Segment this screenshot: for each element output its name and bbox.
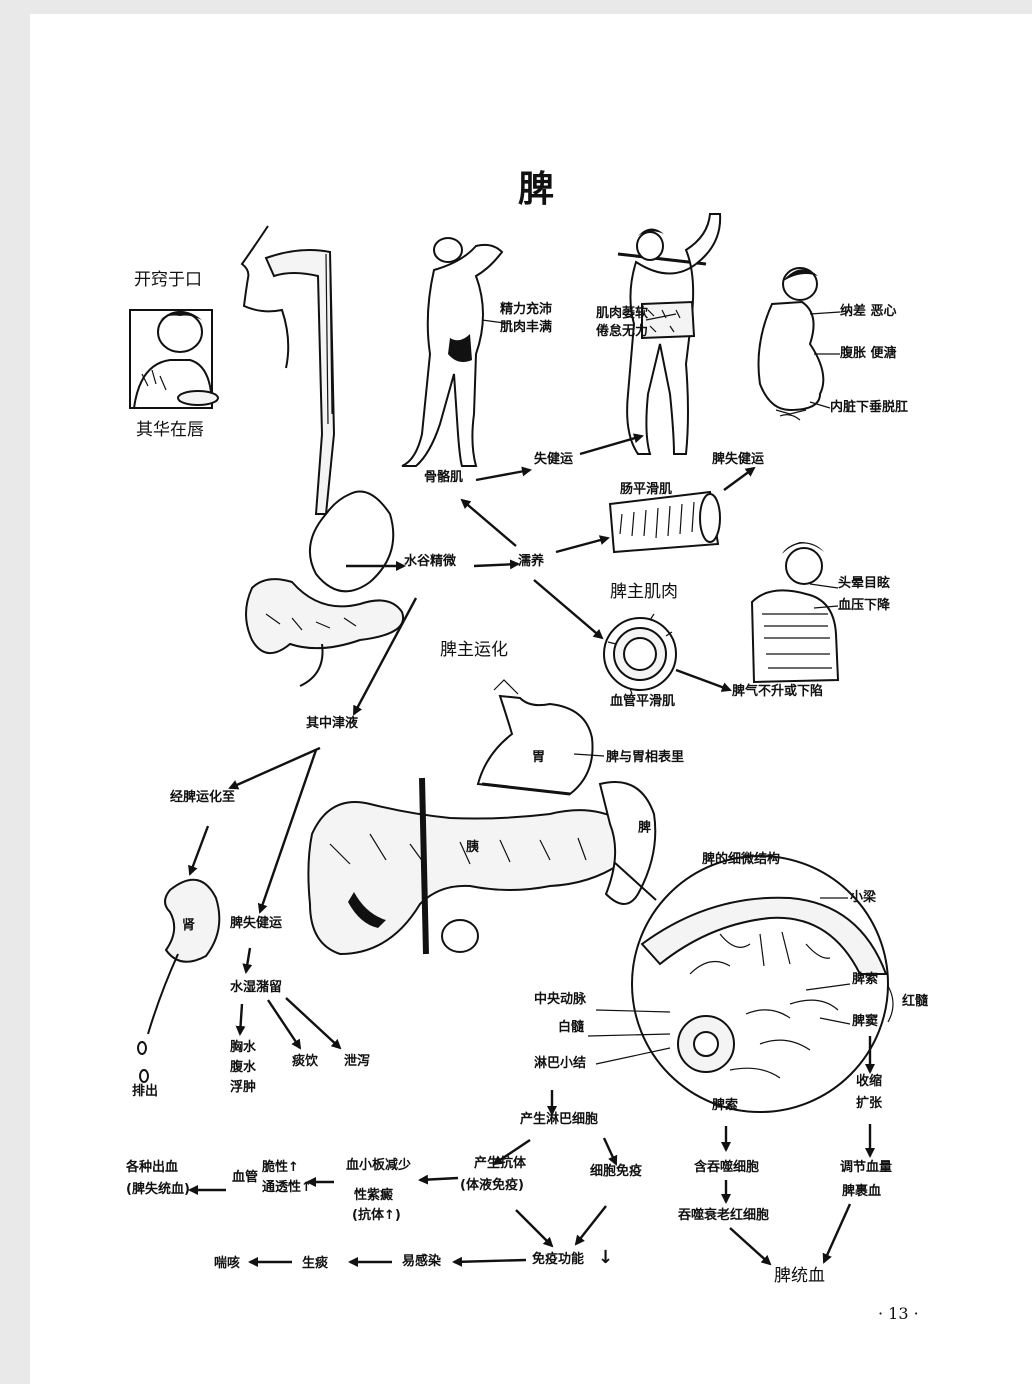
label-touyun: 头晕目眩 — [838, 576, 891, 591]
label-pidou: 脾窦 — [852, 1014, 879, 1029]
label-jirou-weiruan: 肌肉萎软 — [596, 306, 649, 321]
stomach-illustration — [476, 679, 594, 796]
page-number: · 13 · — [878, 1304, 919, 1323]
spleen-microstructure-illustration — [613, 855, 889, 1113]
label-tanyin: 痰饮 — [292, 1054, 319, 1069]
label-changping: 肠平滑肌 — [620, 482, 673, 497]
label-pizhu-jirou: 脾主肌肉 — [610, 582, 678, 602]
label-paichu: 排出 — [132, 1084, 159, 1099]
label-xueguan-ping: 血管平滑肌 — [610, 694, 676, 709]
intestine-illustration — [608, 490, 721, 554]
label-kangti-up: (抗体↑) — [352, 1208, 401, 1223]
label-jingpi: 经脾运化至 — [170, 790, 236, 805]
strong-man-illustration — [401, 237, 504, 467]
label-fuzhong: 浮肿 — [230, 1080, 257, 1095]
label-hongsui: 红髓 — [902, 994, 929, 1009]
label-baisui: 白髓 — [558, 1020, 585, 1035]
label-pisuo-2: 脾索 — [712, 1098, 739, 1113]
label-shijianyun: 失健运 — [534, 452, 574, 467]
label-wei: 胃 — [532, 750, 546, 765]
label-ruyang: 濡养 — [518, 554, 545, 569]
label-xueguan: 血管 — [232, 1170, 259, 1185]
label-pishitong: (脾失统血) — [126, 1182, 190, 1197]
flow-arrows — [188, 433, 875, 1267]
label-han-tunshi: 含吞噬细胞 — [694, 1160, 760, 1175]
weak-man-illustration — [617, 213, 722, 455]
label-xiexie: 泄泻 — [344, 1054, 371, 1069]
page: 脾 开窍于口 其华在唇 精力充沛 肌肉丰满 肌肉萎软 倦怠无力 骨骼肌 失健运 … — [30, 14, 1032, 1384]
label-xueya: 血压下降 — [838, 598, 891, 613]
blood-vessel-illustration — [603, 613, 677, 695]
label-kuozhang: 扩张 — [856, 1096, 883, 1111]
label-shuishi: 水湿潴留 — [230, 980, 283, 995]
label-juandai: 倦怠无力 — [596, 324, 649, 339]
label-pi-organ: 脾 — [635, 820, 650, 833]
label-jinye: 其中津液 — [306, 716, 359, 731]
pancreas-spleen-illustration — [307, 777, 657, 956]
label-nacha: 纳差 恶心 — [840, 304, 897, 319]
label-xuexiaoban: 血小板减少 — [346, 1158, 412, 1173]
label-shen: 肾 — [182, 918, 196, 933]
label-kaiqiao: 开窍于口 — [134, 270, 202, 290]
label-piguo: 脾裹血 — [842, 1184, 882, 1199]
label-chuanke: 喘咳 — [214, 1256, 241, 1271]
label-gezhong: 各种出血 — [126, 1160, 179, 1175]
label-fushui: 腹水 — [230, 1060, 257, 1075]
label-pitong: 脾统血 — [774, 1266, 825, 1286]
label-shuigu: 水谷精微 — [404, 554, 457, 569]
child-eating-illustration — [129, 309, 219, 409]
label-tunshi-hong: 吞噬衰老红细胞 — [678, 1208, 770, 1223]
label-pishijianyun-2: 脾失健运 — [230, 916, 283, 931]
label-chansheng-kangti: 产生抗体 — [474, 1156, 527, 1171]
label-chansheng-linba: 产生淋巴细胞 — [520, 1112, 599, 1127]
label-pisuo: 脾索 — [852, 972, 879, 987]
label-yi-organ: 胰 — [466, 840, 480, 855]
label-tiaojie: 调节血量 — [840, 1160, 893, 1175]
label-linba-jie: 淋巴小结 — [534, 1056, 587, 1071]
label-mianyi-down: ↓ — [598, 1247, 614, 1268]
label-pishijianyun-1: 脾失健运 — [712, 452, 765, 467]
label-piqi: 脾气不升或下陷 — [732, 684, 824, 699]
label-xiaoliang: 小梁 — [850, 890, 877, 905]
label-tiye: (体液免疫) — [460, 1178, 524, 1193]
label-gugeji: 骨骼肌 — [424, 470, 464, 485]
leader-lines — [481, 311, 894, 1065]
dizzy-woman-illustration — [750, 542, 840, 684]
label-toutou: 通透性↑ — [262, 1180, 312, 1195]
label-jirou-fengman: 肌肉丰满 — [500, 320, 553, 335]
label-biaoli: 脾与胃相表里 — [606, 750, 685, 765]
label-weixi: 脾的细微结构 — [702, 852, 781, 867]
digestive-tract-illustration — [240, 225, 405, 687]
page-title: 脾 — [518, 169, 555, 210]
label-cuixing: 脆性↑ — [262, 1160, 299, 1175]
label-xibao-mianyi: 细胞免疫 — [590, 1164, 643, 1179]
label-neizang: 内脏下垂脱肛 — [830, 400, 909, 415]
diagram-illustrations — [129, 213, 894, 1267]
label-jingli: 精力充沛 — [500, 302, 553, 317]
label-zhongyang: 中央动脉 — [534, 992, 587, 1007]
label-qihua: 其华在唇 — [136, 420, 204, 440]
label-shengtan: 生痰 — [302, 1256, 329, 1271]
label-xingzi: 性紫癜 — [354, 1188, 394, 1203]
label-pizhu-yunhua: 脾主运化 — [440, 640, 508, 660]
squatting-man-illustration — [757, 267, 825, 421]
kidney-illustration — [137, 878, 221, 1083]
label-shousuo: 收缩 — [856, 1074, 883, 1089]
label-mianyi: 免疫功能 — [532, 1252, 585, 1267]
label-yiganran: 易感染 — [402, 1254, 442, 1269]
label-fuzhang: 腹胀 便溏 — [840, 346, 897, 361]
label-xiongshui: 胸水 — [230, 1040, 257, 1055]
